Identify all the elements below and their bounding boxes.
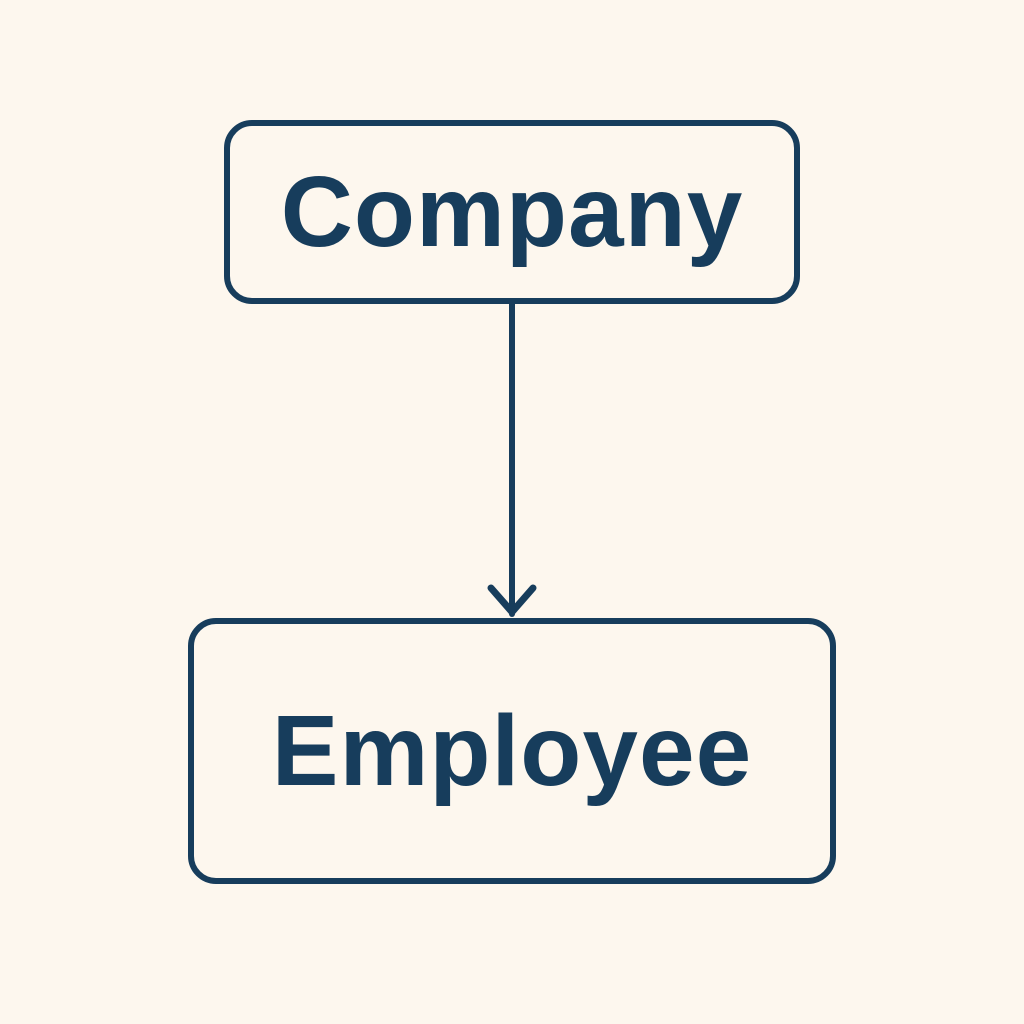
arrowhead-icon — [487, 584, 537, 616]
node-employee[interactable]: Employee — [188, 618, 836, 884]
node-company[interactable]: Company — [224, 120, 800, 304]
node-company-label: Company — [280, 156, 744, 268]
node-employee-label: Employee — [271, 695, 753, 807]
